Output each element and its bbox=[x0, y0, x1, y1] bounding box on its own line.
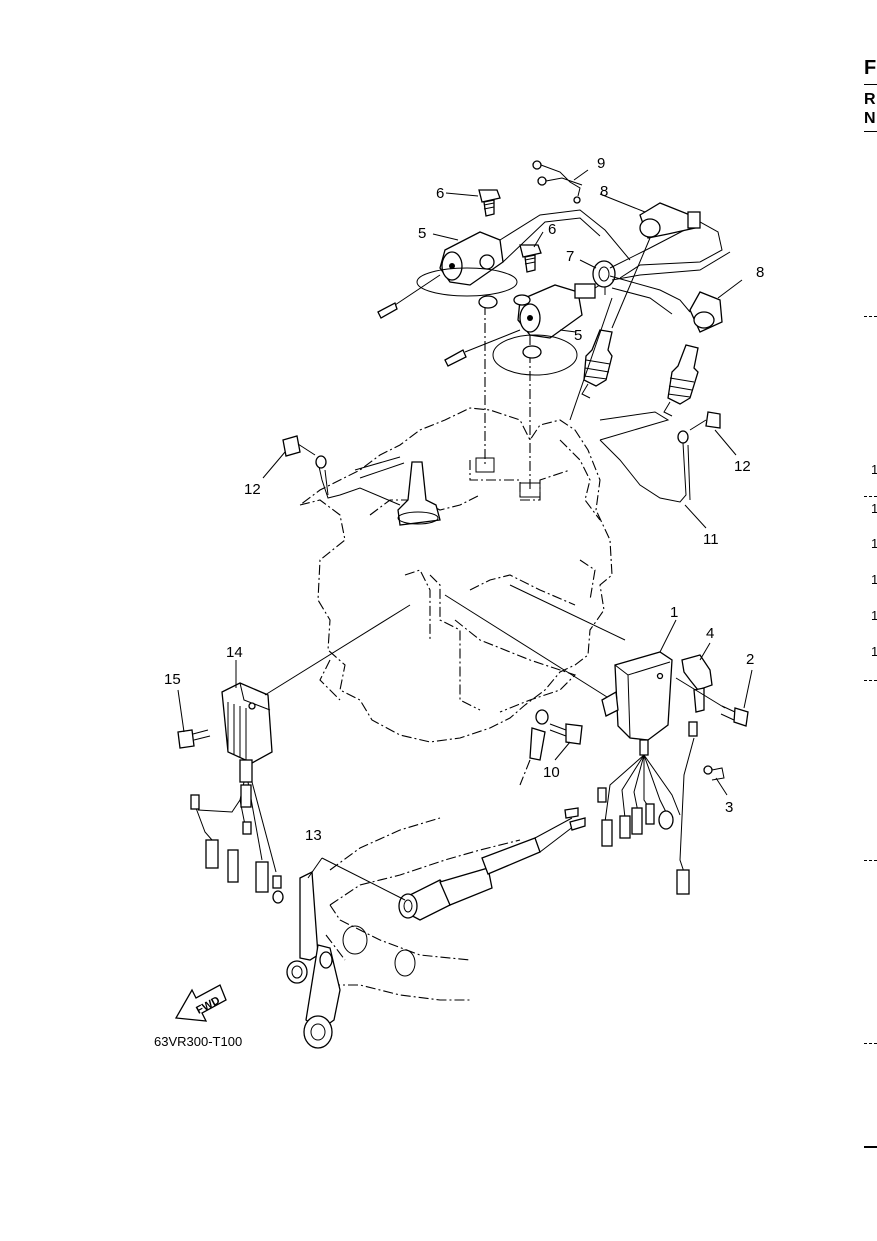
label-part-12-left: 12 bbox=[244, 481, 261, 498]
label-part-1: 1 bbox=[670, 604, 678, 621]
label-part-12-right: 12 bbox=[734, 458, 751, 475]
footer-rule bbox=[864, 1146, 877, 1148]
bracket-plate-13 bbox=[286, 870, 341, 1049]
edge-number: 1 bbox=[871, 462, 877, 477]
bolt-12-right bbox=[689, 411, 721, 431]
spark-plug-left bbox=[581, 329, 613, 399]
high-tension-cord bbox=[611, 251, 731, 281]
edge-dash bbox=[864, 860, 877, 861]
edge-dash bbox=[864, 316, 877, 317]
bolt-2 bbox=[720, 705, 749, 727]
edge-number: 1 bbox=[871, 501, 877, 516]
wire-clamp bbox=[532, 160, 583, 204]
ignition-coil-lower bbox=[444, 281, 606, 376]
label-part-5-lower: 5 bbox=[574, 327, 582, 344]
bolt-12-left bbox=[282, 435, 316, 457]
label-part-14: 14 bbox=[226, 644, 243, 661]
edge-dash bbox=[864, 496, 877, 497]
label-part-13: 13 bbox=[305, 827, 322, 844]
lower-cowling-outline bbox=[325, 817, 521, 1001]
bolt-10 bbox=[519, 709, 583, 786]
bolt-6-lower bbox=[519, 244, 542, 273]
ignition-coil-upper bbox=[377, 209, 631, 319]
edge-dash bbox=[864, 1043, 877, 1044]
high-tension-cord bbox=[609, 221, 723, 279]
label-part-9: 9 bbox=[597, 155, 605, 172]
drawing-reference-code: 63VR300-T100 bbox=[154, 1034, 242, 1049]
high-tension-cord bbox=[609, 275, 691, 313]
grommet-assembly-13 bbox=[398, 807, 586, 921]
rectifier-regulator bbox=[221, 682, 273, 783]
label-part-3: 3 bbox=[725, 799, 733, 816]
edge-number: 1 bbox=[871, 608, 877, 623]
edge-dash bbox=[864, 680, 877, 681]
leader-lines bbox=[177, 169, 753, 796]
header-rule bbox=[864, 131, 877, 132]
spark-plug-right bbox=[663, 344, 699, 417]
label-part-2: 2 bbox=[746, 651, 754, 668]
bolt-6-upper bbox=[478, 189, 501, 217]
label-part-4: 4 bbox=[706, 625, 714, 642]
label-part-5-upper: 5 bbox=[418, 225, 426, 242]
edge-number: 1 bbox=[871, 572, 877, 587]
ground-lead-left bbox=[317, 461, 401, 506]
label-part-8-lower: 8 bbox=[756, 264, 764, 281]
oil-filler-neck bbox=[397, 461, 441, 526]
edge-number: 1 bbox=[871, 644, 877, 659]
label-part-6-upper: 6 bbox=[436, 185, 444, 202]
grommet bbox=[592, 260, 616, 288]
header-letter-r: R bbox=[864, 91, 876, 108]
spark-plug-cap-upper bbox=[639, 202, 701, 239]
rectifier-harness bbox=[190, 781, 284, 904]
high-tension-cord bbox=[611, 287, 673, 315]
cdi-harness bbox=[597, 721, 698, 895]
spark-plug-cap-lower bbox=[689, 291, 723, 333]
engine-block-outline bbox=[299, 407, 613, 743]
header-letter-f: F bbox=[864, 57, 877, 79]
header-letter-n: N bbox=[864, 110, 876, 127]
label-part-7: 7 bbox=[566, 248, 574, 265]
label-part-15: 15 bbox=[164, 671, 181, 688]
bolt-15 bbox=[177, 729, 211, 749]
fwd-arrow: FWD bbox=[174, 984, 227, 1022]
label-part-6-lower: 6 bbox=[548, 221, 556, 238]
label-part-10: 10 bbox=[543, 764, 560, 781]
cdi-unit bbox=[601, 651, 673, 756]
edge-number: 1 bbox=[871, 536, 877, 551]
header-rule bbox=[864, 84, 877, 85]
ground-lead-right bbox=[599, 439, 687, 503]
label-part-11: 11 bbox=[703, 531, 719, 548]
cdi-bracket bbox=[681, 654, 713, 713]
clip-3 bbox=[703, 765, 725, 781]
label-part-8-upper: 8 bbox=[600, 183, 608, 200]
